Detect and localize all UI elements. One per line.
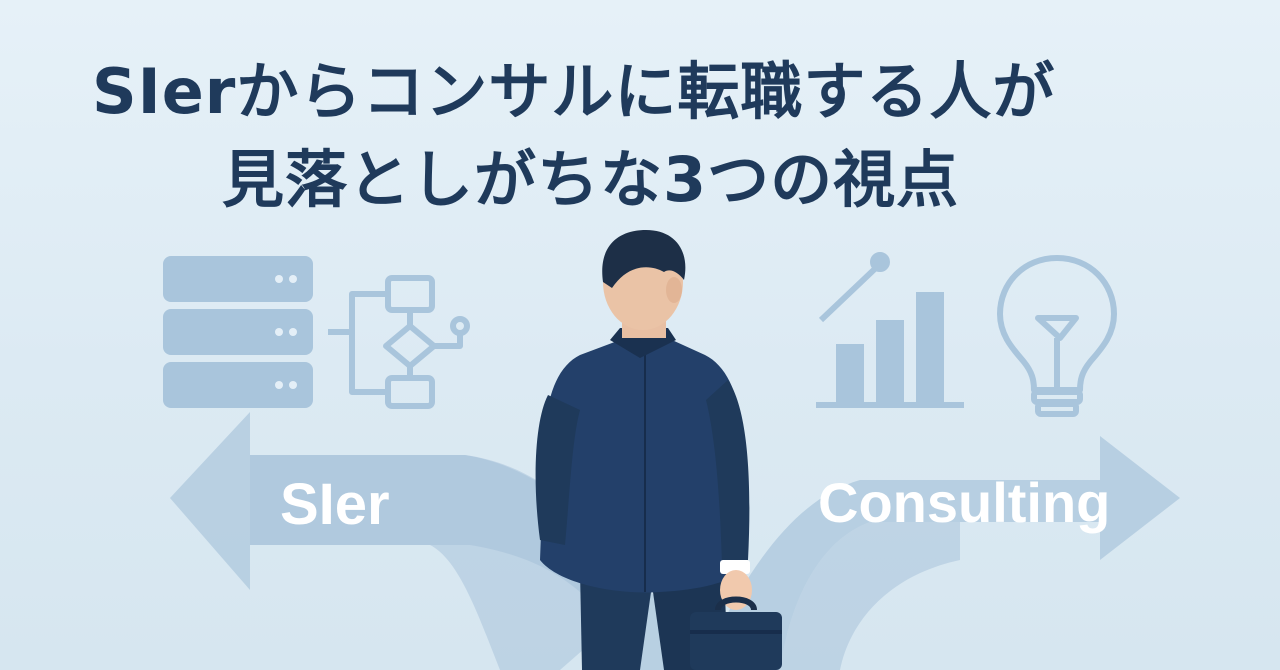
right-arrow-road — [700, 436, 1180, 670]
server-stack-icon — [163, 256, 313, 408]
page-title-line-1: SIerからコンサルに転職する人が — [92, 55, 1056, 128]
lightbulb-icon — [997, 255, 1117, 417]
sier-path-label: SIer — [280, 472, 390, 537]
page-title-line-2: 見落としがちな3つの視点 — [222, 143, 960, 216]
businessman-figure — [535, 230, 782, 670]
flowchart-icon — [328, 275, 470, 409]
rising-line-icon — [818, 252, 890, 323]
consulting-path-label: Consulting — [818, 471, 1111, 534]
bar-chart-icon — [816, 292, 964, 408]
